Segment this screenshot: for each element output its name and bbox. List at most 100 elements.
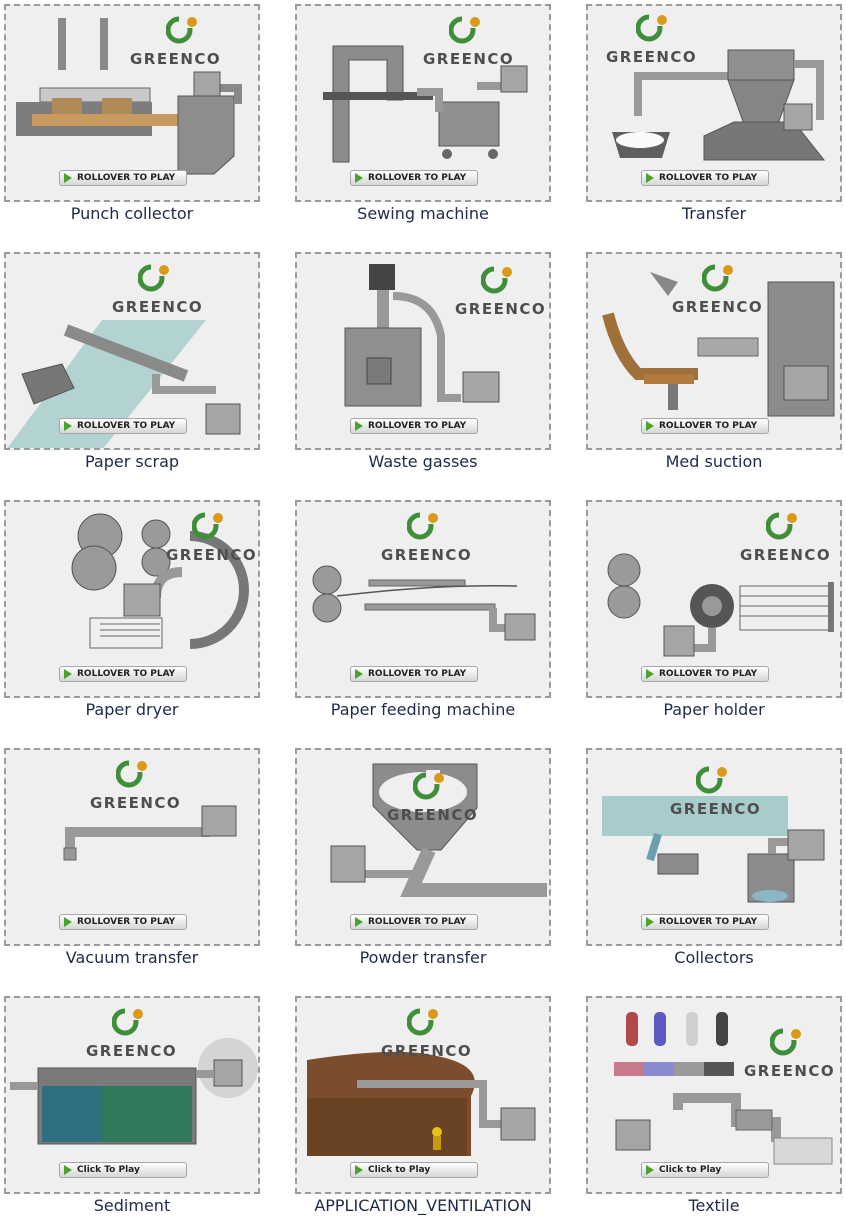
play-button[interactable]: ROLLOVER TO PLAY [59, 170, 187, 186]
tile-caption[interactable]: Med suction [665, 452, 763, 471]
paper-feeding-illustration [312, 565, 536, 641]
tile-caption[interactable]: Sediment [93, 1196, 171, 1215]
play-button-label: ROLLOVER TO PLAY [368, 917, 467, 927]
tile-caption[interactable]: Paper feeding machine [330, 700, 516, 719]
play-button[interactable]: ROLLOVER TO PLAY [350, 914, 478, 930]
animation-frame[interactable]: GREENCO Click to Play [586, 996, 842, 1194]
paper-scrap-illustration [7, 320, 241, 448]
play-button-label: ROLLOVER TO PLAY [77, 669, 176, 679]
tile-caption[interactable]: Sewing machine [357, 204, 489, 223]
greenco-logo-icon [138, 262, 169, 292]
play-button[interactable]: ROLLOVER TO PLAY [641, 418, 769, 434]
tile-caption[interactable]: Textile [688, 1196, 740, 1215]
animation-frame[interactable]: GREENCO ROLLOVER TO PLAY [295, 252, 551, 450]
play-icon [64, 917, 72, 927]
animation-frame[interactable]: GREENCO ROLLOVER TO PLAY [4, 500, 260, 698]
play-button[interactable]: ROLLOVER TO PLAY [59, 666, 187, 682]
paper-dryer-illustration [71, 513, 249, 649]
greenco-logo-text: GREENCO [387, 806, 479, 824]
punch-collector-illustration [16, 18, 242, 175]
animation-frame[interactable]: GREENCO ROLLOVER TO PLAY [586, 748, 842, 946]
play-button[interactable]: Click to Play [641, 1162, 769, 1178]
med-suction-illustration [602, 272, 835, 417]
tile-caption[interactable]: Powder transfer [359, 948, 487, 967]
greenco-logo-text: GREENCO [423, 50, 515, 68]
play-button-label: ROLLOVER TO PLAY [368, 421, 467, 431]
greenco-logo-text: GREENCO [90, 794, 182, 812]
waste-gasses-illustration [344, 264, 500, 407]
play-icon [355, 669, 363, 679]
sediment-illustration [10, 1038, 258, 1145]
greenco-logo-text: GREENCO [381, 1042, 473, 1060]
play-button-label: Click to Play [368, 1165, 431, 1175]
play-button-label: ROLLOVER TO PLAY [659, 669, 758, 679]
play-button-label: ROLLOVER TO PLAY [368, 669, 467, 679]
play-button-label: ROLLOVER TO PLAY [368, 173, 467, 183]
greenco-logo-icon [696, 764, 727, 794]
greenco-logo-icon [636, 12, 667, 42]
vacuum-transfer-illustration [63, 805, 237, 861]
collectors-illustration [602, 796, 825, 903]
play-icon [355, 173, 363, 183]
play-button-label: ROLLOVER TO PLAY [659, 917, 758, 927]
play-icon [646, 421, 654, 431]
greenco-logo-text: GREENCO [740, 546, 832, 564]
play-button[interactable]: Click to Play [350, 1162, 478, 1178]
play-button-label: Click To Play [77, 1165, 140, 1175]
animation-frame[interactable]: GREENCO ROLLOVER TO PLAY [586, 500, 842, 698]
greenco-logo-icon [481, 264, 512, 294]
sewing-machine-illustration [323, 45, 528, 163]
animation-frame[interactable]: GREENCO ROLLOVER TO PLAY [295, 500, 551, 698]
tile-caption[interactable]: Vacuum transfer [65, 948, 199, 967]
play-button[interactable]: ROLLOVER TO PLAY [350, 666, 478, 682]
play-button[interactable]: ROLLOVER TO PLAY [350, 418, 478, 434]
greenco-logo-text: GREENCO [130, 50, 222, 68]
play-button-label: ROLLOVER TO PLAY [659, 421, 758, 431]
greenco-logo-icon [702, 262, 733, 292]
animation-frame[interactable]: GREENCO ROLLOVER TO PLAY [295, 4, 551, 202]
play-icon [64, 421, 72, 431]
animation-frame[interactable]: GREENCO ROLLOVER TO PLAY [4, 252, 260, 450]
greenco-logo-icon [770, 1026, 801, 1056]
tile-caption[interactable]: Transfer [681, 204, 747, 223]
tile-caption[interactable]: Paper dryer [85, 700, 179, 719]
tile-caption[interactable]: Collectors [674, 948, 754, 967]
play-button[interactable]: ROLLOVER TO PLAY [641, 666, 769, 682]
powder-transfer-illustration [330, 763, 547, 897]
play-icon [646, 1165, 654, 1175]
greenco-logo-text: GREENCO [86, 1042, 178, 1060]
play-button[interactable]: ROLLOVER TO PLAY [59, 418, 187, 434]
play-button[interactable]: ROLLOVER TO PLAY [350, 170, 478, 186]
play-button[interactable]: Click To Play [59, 1162, 187, 1178]
greenco-logo-icon [413, 770, 444, 800]
tile-caption[interactable]: Punch collector [70, 204, 194, 223]
paper-holder-illustration [607, 553, 834, 657]
animation-frame[interactable]: GREENCO ROLLOVER TO PLAY [4, 748, 260, 946]
animation-frame[interactable]: GREENCO ROLLOVER TO PLAY [586, 252, 842, 450]
play-button[interactable]: ROLLOVER TO PLAY [641, 170, 769, 186]
tile-caption[interactable]: Paper scrap [84, 452, 180, 471]
animation-frame[interactable]: GREENCO ROLLOVER TO PLAY [295, 748, 551, 946]
play-icon [64, 1165, 72, 1175]
greenco-logo-icon [192, 510, 223, 540]
animation-frame[interactable]: GREENCO Click To Play [4, 996, 260, 1194]
play-button[interactable]: ROLLOVER TO PLAY [59, 914, 187, 930]
greenco-logo-text: GREENCO [455, 300, 547, 318]
animation-frame[interactable]: GREENCO Click to Play [295, 996, 551, 1194]
greenco-logo-icon [116, 758, 147, 788]
play-button-label: ROLLOVER TO PLAY [77, 173, 176, 183]
tile-caption[interactable]: Paper holder [663, 700, 765, 719]
animation-frame[interactable]: GREENCO ROLLOVER TO PLAY [586, 4, 842, 202]
animation-frame[interactable]: GREENCO ROLLOVER TO PLAY [4, 4, 260, 202]
tile-caption[interactable]: Waste gasses [368, 452, 478, 471]
greenco-logo-text: GREENCO [670, 800, 762, 818]
greenco-logo-text: GREENCO [112, 298, 204, 316]
play-button[interactable]: ROLLOVER TO PLAY [641, 914, 769, 930]
play-icon [646, 173, 654, 183]
greenco-logo-text: GREENCO [744, 1062, 836, 1080]
ventilation-illustration [307, 1051, 536, 1156]
greenco-logo-icon [166, 14, 197, 44]
tile-caption[interactable]: APPLICATION_VENTILATION [314, 1196, 532, 1215]
greenco-logo-icon [449, 14, 480, 44]
